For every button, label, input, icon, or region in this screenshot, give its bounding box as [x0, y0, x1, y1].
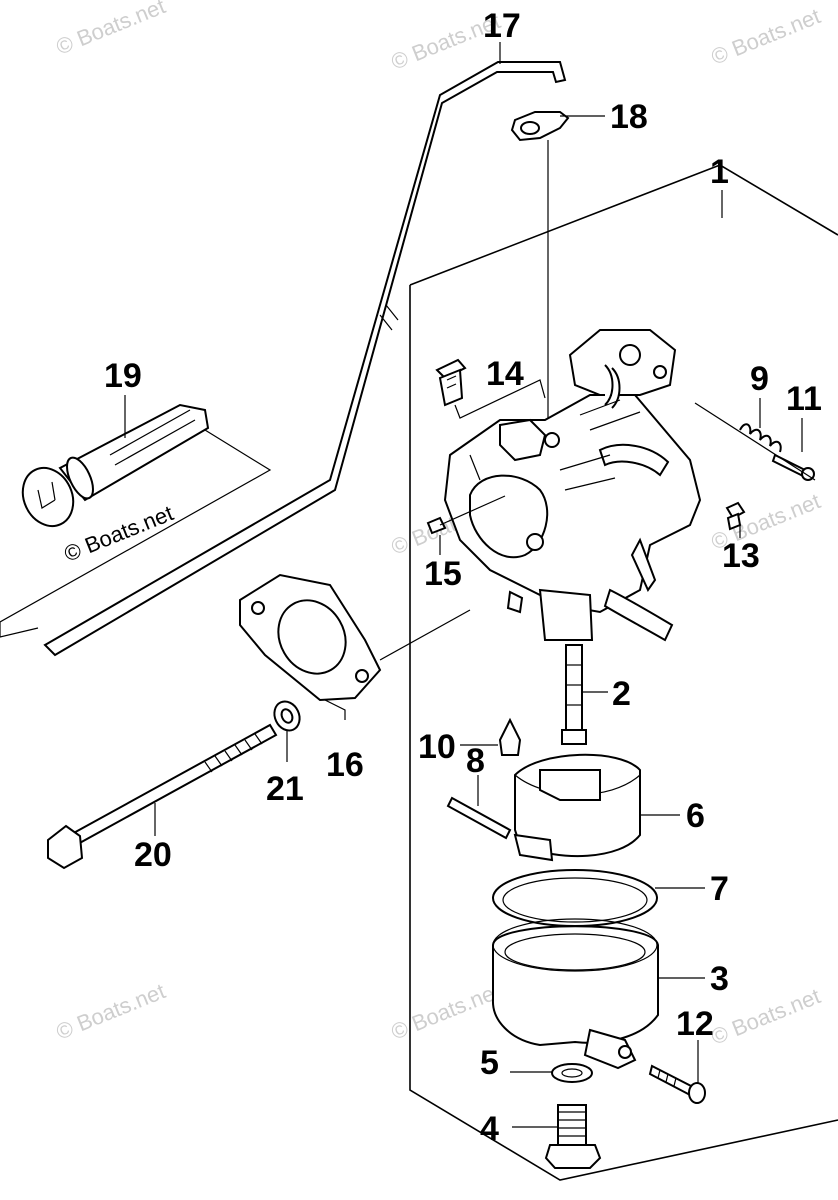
callout-17: 17 [483, 7, 521, 45]
copyright-caption: © Boats.net [61, 500, 177, 566]
choke-knob [21, 403, 210, 528]
leader [379, 609, 471, 661]
callout-7: 7 [710, 870, 729, 908]
callout-2: 2 [612, 675, 631, 713]
callout-11: 11 [786, 380, 822, 418]
callout-13: 13 [722, 537, 760, 575]
callout-9: 9 [750, 360, 769, 398]
float [513, 753, 641, 862]
carburetor-body [443, 329, 702, 642]
callout-5: 5 [480, 1044, 499, 1082]
assembly-outline [409, 164, 838, 1181]
float-chamber-gasket [492, 869, 658, 927]
callout-8: 8 [466, 742, 485, 780]
drain-washer [551, 1063, 593, 1083]
callout-1: 1 [710, 153, 729, 191]
watermark: © Boats.net [53, 978, 169, 1044]
float-pin [446, 796, 512, 840]
throttle-spring [739, 423, 782, 453]
drain-plug [544, 1104, 602, 1169]
callouts: 17 18 1 19 14 9 11 13 15 2 10 8 6 7 3 12… [104, 7, 822, 1148]
throttle-stop-screw [771, 453, 815, 481]
callout-15: 15 [424, 555, 462, 593]
main-jet [561, 644, 587, 745]
bolt [47, 723, 278, 870]
callout-20: 20 [134, 836, 172, 874]
watermark: © Boats.net [53, 0, 169, 60]
callout-10: 10 [418, 728, 456, 766]
rod-break-line [379, 304, 399, 331]
gasket [239, 573, 382, 702]
callout-18: 18 [610, 98, 648, 136]
callout-6: 6 [686, 797, 705, 835]
callout-19: 19 [104, 357, 142, 395]
chamber-screw [648, 1064, 706, 1104]
idle-screw [426, 495, 506, 535]
callout-21: 21 [266, 770, 304, 808]
choke-rod [43, 61, 567, 657]
callout-3: 3 [710, 960, 729, 998]
float-chamber [491, 918, 659, 1070]
leader [694, 402, 816, 481]
callout-14: 14 [486, 355, 524, 393]
rod-clip [510, 111, 570, 142]
callout-leaders [124, 42, 803, 1128]
washer [273, 700, 301, 732]
leader [454, 379, 546, 419]
callout-12: 12 [676, 1005, 714, 1043]
drain-plug-screw [725, 501, 746, 531]
leader [324, 699, 346, 720]
pilot-screw [435, 358, 467, 407]
watermark: © Boats.net [388, 978, 504, 1044]
knob-guide [0, 429, 272, 638]
watermark: © Boats.net [708, 3, 824, 69]
float-needle [498, 717, 522, 756]
callout-4: 4 [480, 1110, 499, 1148]
callout-16: 16 [326, 746, 364, 784]
